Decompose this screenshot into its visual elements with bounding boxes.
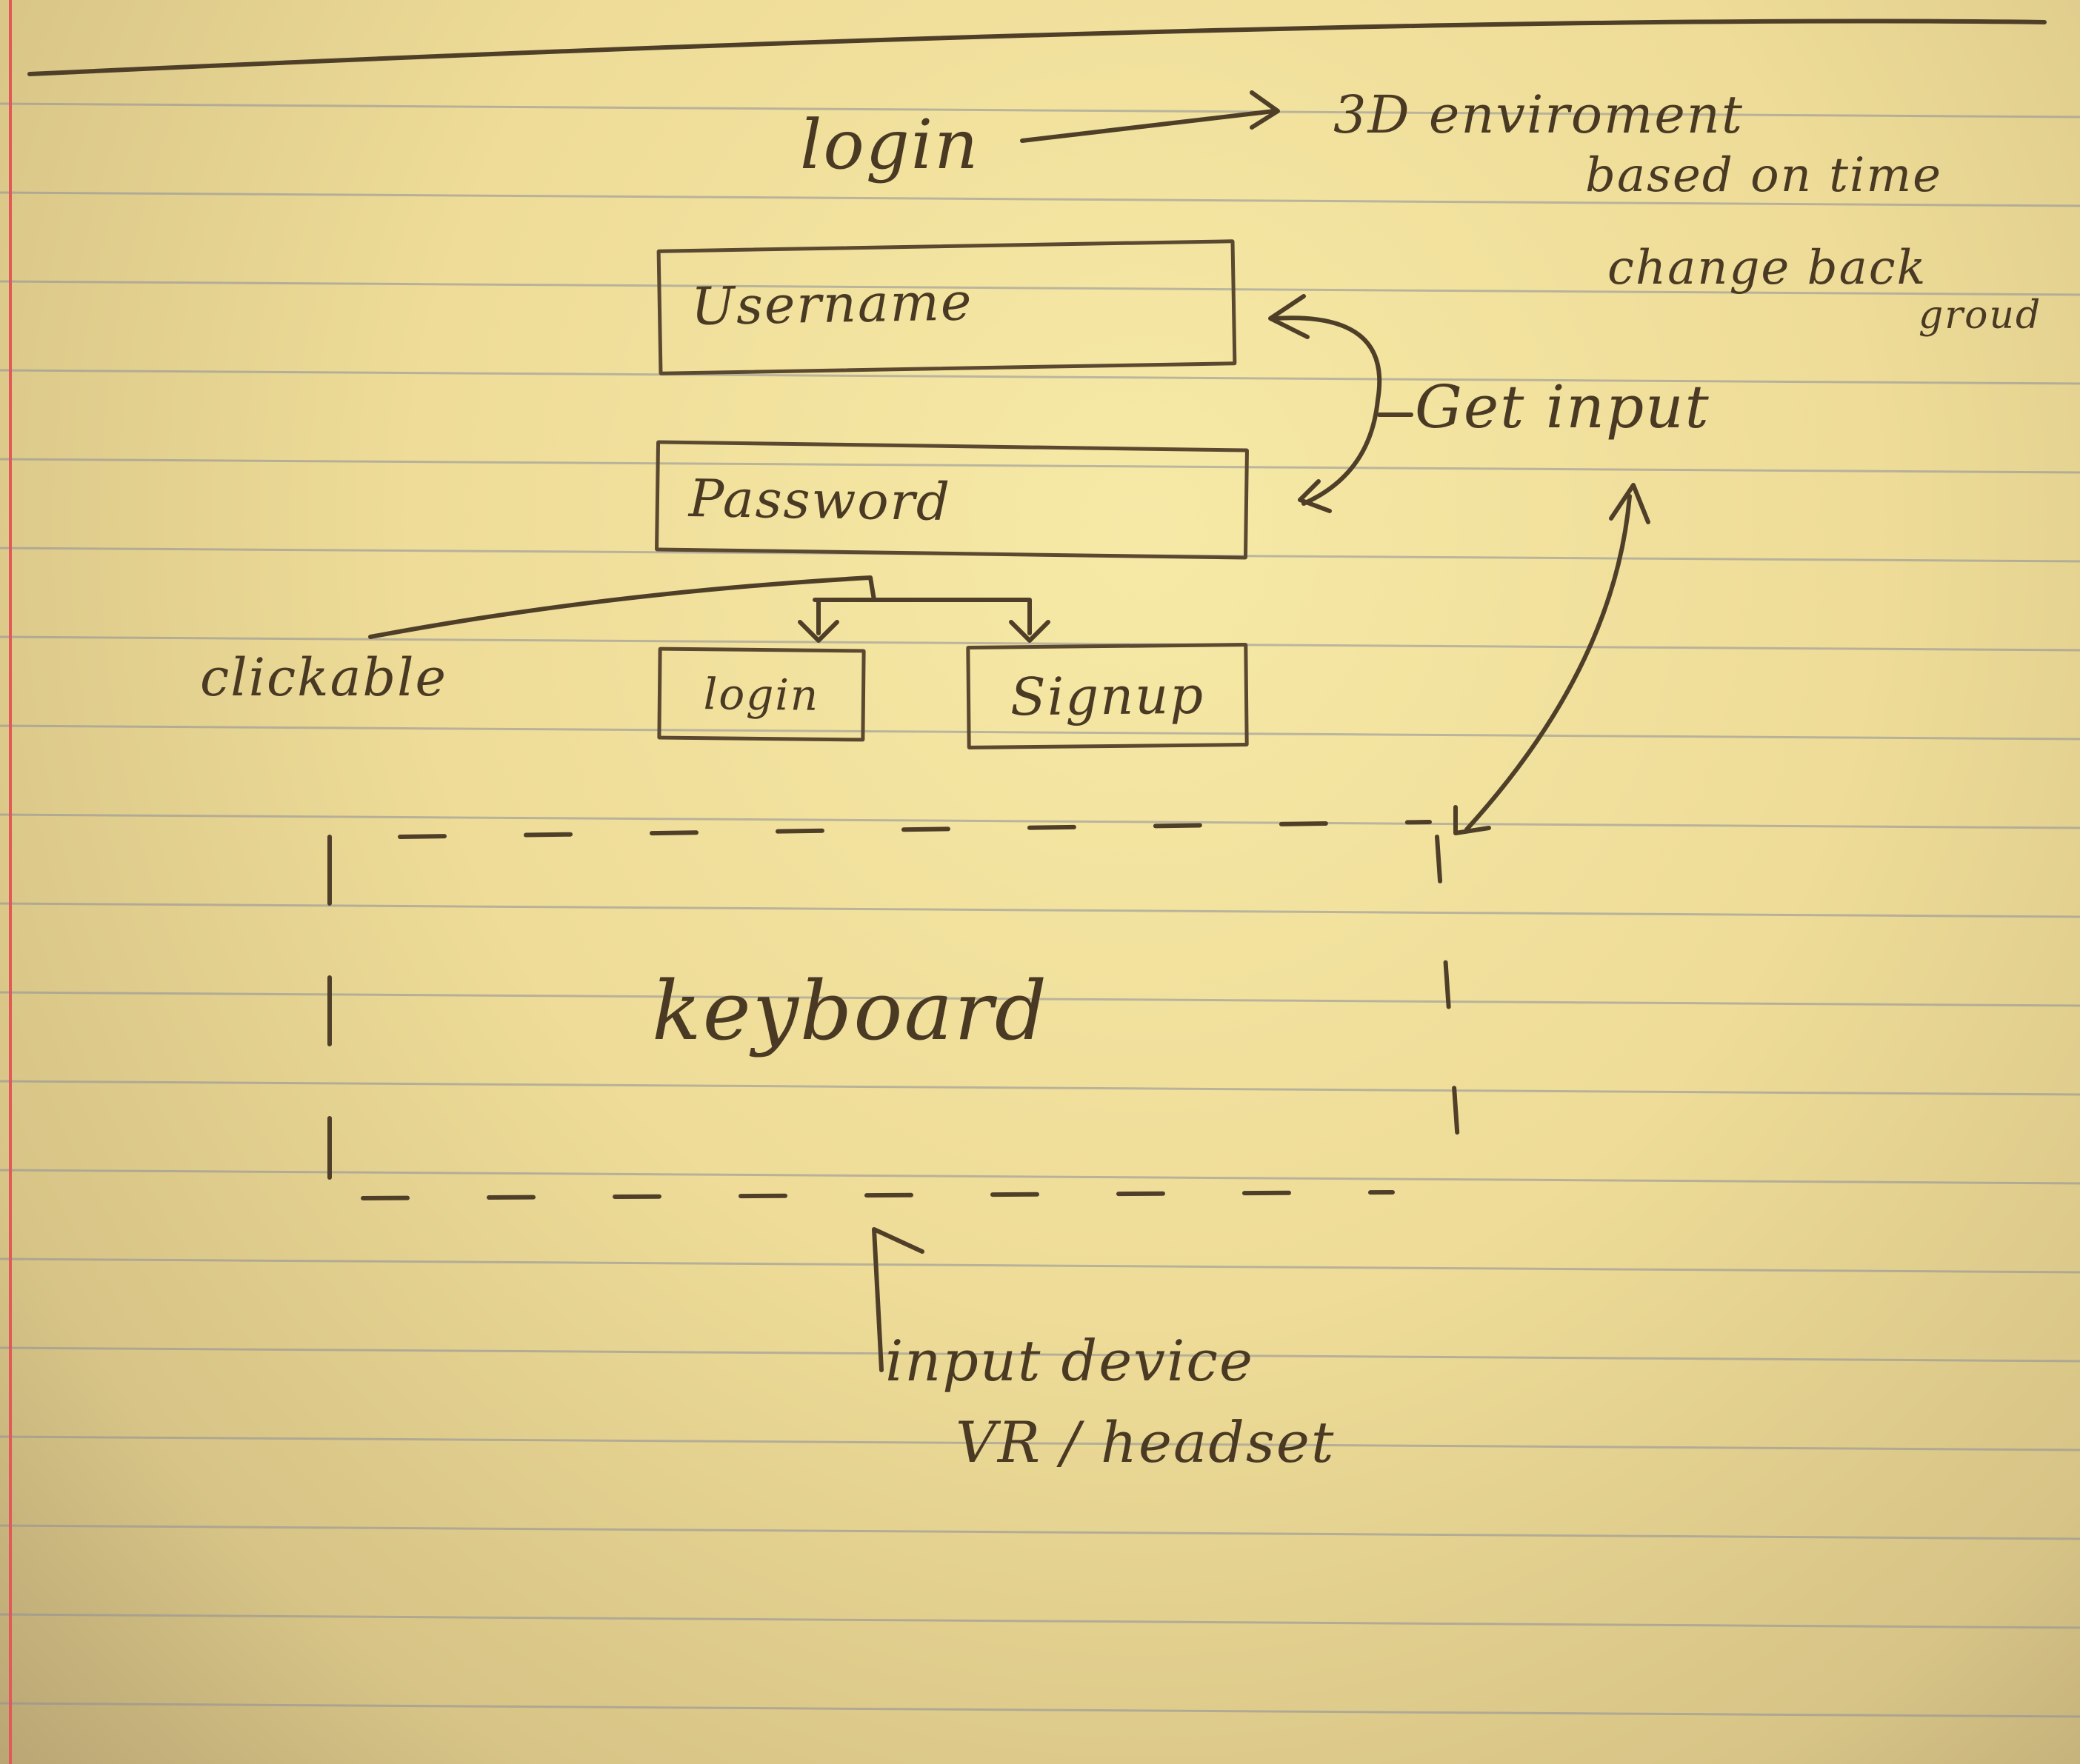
environment-note-line-2: based on time [1585,148,1942,203]
input-device-label: input device [885,1328,1254,1394]
brace-arrowhead-top-icon [1268,294,1310,339]
rule-line [0,547,2080,563]
rule-line [0,1346,2080,1363]
rule-line [0,991,2080,1007]
login-button-label: login [703,668,820,721]
header-rule [27,19,2047,76]
environment-note-line-1: 3D enviroment [1333,84,1744,145]
rule-line [0,369,2080,385]
rule-line [0,1613,2080,1629]
arrowhead-login-icon [798,620,839,643]
rule-line [0,191,2080,207]
input-keyboard-arrow [1464,494,1632,832]
rule-line [0,280,2080,296]
get-input-brace [1272,315,1382,506]
rule-line [0,1435,2080,1451]
rule-line [0,635,2080,652]
environment-note-line-4: groud [1919,293,2042,338]
rule-line [0,1257,2080,1274]
page-title: login [800,105,980,184]
get-input-label: Get input [1415,372,1710,441]
brace-arrowhead-bottom-icon [1298,479,1332,513]
rule-line [0,1702,2080,1718]
password-field[interactable]: Password [654,440,1250,560]
keyboard-label: keyboard [652,963,1049,1058]
rule-line [0,724,2080,741]
keyboard-outline [327,820,1461,1200]
clickable-leader [368,575,876,639]
arrow-to-environment [1020,109,1276,143]
rule-line [0,1080,2080,1096]
environment-note-line-3: change back [1607,241,1927,295]
rule-line [0,902,2080,918]
rule-line [0,102,2080,118]
password-placeholder: Password [688,468,952,532]
arrowhead-input-icon [1609,483,1650,524]
username-placeholder: Username [690,271,974,338]
signup-button[interactable]: Signup [966,643,1249,749]
rule-line [0,458,2080,474]
login-button[interactable]: login [657,647,866,742]
arrowhead-environment-icon [1250,90,1280,130]
username-field[interactable]: Username [656,239,1237,375]
vr-headset-label: VR / headset [956,1409,1336,1475]
clickable-branch [813,598,1032,635]
arrowhead-keyboard-icon [1453,805,1491,835]
rule-line [0,1524,2080,1540]
signup-button-label: Signup [1010,664,1205,728]
rule-line [0,1169,2080,1185]
arrowhead-signup-icon [1009,620,1050,643]
input-device-arrow [872,1227,924,1372]
clickable-label: clickable [200,647,447,708]
rule-line [0,813,2080,829]
